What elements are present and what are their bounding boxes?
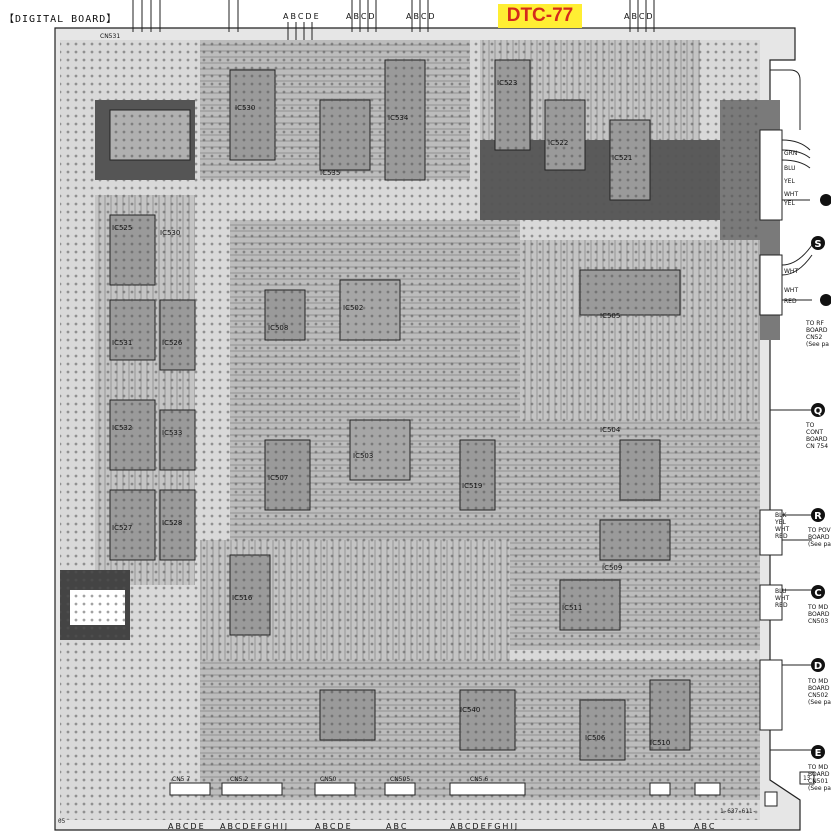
ic-label: IC510 <box>650 739 670 747</box>
ic-label: IC535 <box>320 169 340 177</box>
ic-label: IC540 <box>460 706 480 714</box>
ic-label: IC528 <box>162 519 182 527</box>
svg-text:E: E <box>815 748 822 759</box>
board-label: 【DIGITAL BOARD】 <box>4 14 118 25</box>
bottom-connector-label: CN5 2 <box>230 776 249 783</box>
ic-label: IC516 <box>232 594 253 602</box>
svg-text:S: S <box>814 239 821 250</box>
ic-label: IC522 <box>548 139 568 147</box>
ic-label: IC511 <box>562 604 582 612</box>
bottom-connector-letters: AB <box>652 822 667 831</box>
bottom-connector-letters: ABCDEFGHIJ <box>220 822 290 831</box>
top-connector-letters: ABCD <box>346 12 377 21</box>
page-number: 13 <box>803 775 811 782</box>
marker-partial-top <box>820 194 831 206</box>
ic-label: IC534 <box>388 114 409 122</box>
ic-label: IC526 <box>162 339 183 347</box>
ic-label: IC506 <box>585 734 606 742</box>
top-connector-letters: ABCD <box>406 12 437 21</box>
ic-label: IC502 <box>343 304 363 312</box>
bottom-connector-letters: ABC <box>386 822 409 831</box>
ic-label: IC504 <box>600 426 621 434</box>
wire-color-list: GRN BLU YEL WHT YEL <box>784 150 799 207</box>
marker-d: D <box>811 658 825 672</box>
marker-q: Q <box>811 403 825 417</box>
ic-label: IC521 <box>612 154 632 162</box>
page-box <box>799 771 815 785</box>
ic-label: IC533 <box>162 429 182 437</box>
top-connector-letters: ABCDE <box>283 12 321 21</box>
svg-text:D: D <box>814 661 822 672</box>
ic-label: IC530 <box>160 229 180 237</box>
top-connector-label: CN531 <box>100 33 121 40</box>
bottom-connector-letters: ABCDE <box>168 822 206 831</box>
corner-code: 05 <box>58 818 66 825</box>
ic-label: IC532 <box>112 424 132 432</box>
bottom-connector-label: CN50 <box>320 776 337 783</box>
pad-vias <box>60 40 760 820</box>
marker-partial-mid <box>820 294 831 306</box>
ic-label: IC531 <box>112 339 132 347</box>
ic-labels: IC530IC535IC534IC523IC522IC521IC525IC530… <box>112 79 670 747</box>
model-badge: DTC-77 <box>498 4 582 28</box>
marker-s: S <box>811 236 825 250</box>
ic-label: IC509 <box>602 564 622 572</box>
ic-label: IC503 <box>353 452 373 460</box>
bottom-connector-label: CN5 7 <box>172 776 191 783</box>
ic-label: IC507 <box>268 474 288 482</box>
marker-e: E <box>811 745 825 759</box>
wire-color-list-mid: WHT WHT RED <box>784 268 799 305</box>
bottom-connector-letters: ABCDE <box>315 822 353 831</box>
marker-c: C <box>811 585 825 599</box>
ic-label: IC525 <box>112 224 132 232</box>
ic-label: IC527 <box>112 524 132 532</box>
svg-text:R: R <box>814 511 822 522</box>
ic-label: IC530 <box>235 104 255 112</box>
svg-text:Q: Q <box>814 406 823 417</box>
mount-hole <box>764 791 778 807</box>
bottom-connector-letters: ABCDEFGHIJ <box>450 822 520 831</box>
right-wires <box>770 69 813 751</box>
svg-text:C: C <box>814 588 821 599</box>
bottom-connector-label: CN5 6 <box>470 776 489 783</box>
marker-r: R <box>811 508 825 522</box>
ic-label: IC508 <box>268 324 288 332</box>
top-wires <box>132 0 655 40</box>
top-connector-letters: ABCD <box>624 12 655 21</box>
ic-label: IC523 <box>497 79 517 87</box>
bottom-connector-label: CN505 <box>390 776 411 783</box>
bottom-wires <box>169 782 721 796</box>
part-number: 1-637-611- <box>720 808 757 815</box>
bottom-connector-letters: ABC <box>694 822 717 831</box>
ic-label: IC519 <box>462 482 482 490</box>
ic-label: IC505 <box>600 312 620 320</box>
